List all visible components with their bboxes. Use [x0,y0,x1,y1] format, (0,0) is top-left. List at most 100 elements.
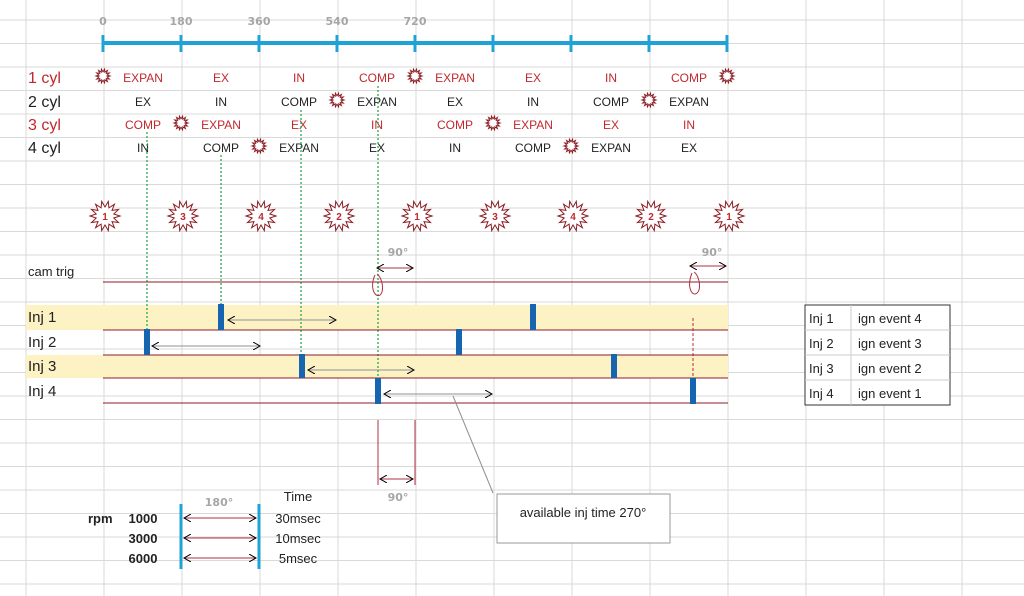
rpm-value: 3000 [129,531,158,546]
spark-icon [94,67,112,85]
stroke-label: EXPAN [201,118,241,132]
table-event: ign event 2 [858,361,922,376]
firing-cylinder-number: 1 [102,212,108,223]
cylinder-label: 4 cyl [28,140,61,157]
stroke-label: EXPAN [279,141,319,155]
rpm-angle-label: 180° [205,496,233,509]
axis-tick-label: 720 [404,15,427,28]
inj1-band [26,305,728,330]
stroke-label: EX [681,141,697,155]
callout-box [496,493,671,544]
spark-icon [172,114,190,132]
ignition-star-icon [322,199,356,233]
firing-cylinder-number: 2 [648,212,654,223]
injector-label: Inj 1 [28,309,56,326]
injector-label: Inj 3 [28,358,56,375]
stroke-label: EX [135,95,151,109]
spark-icon [328,91,346,109]
axis-tick-label: 360 [248,15,271,28]
stroke-label: EXPAN [591,141,631,155]
stroke-label: EX [291,118,307,132]
injector-label: Inj 2 [28,334,56,351]
ignition-star-icon [556,199,590,233]
spark-icon [640,91,658,109]
inj3-band [26,355,728,378]
stroke-label: EXPAN [669,95,709,109]
spark-icon [484,114,502,132]
spark-icon [562,137,580,155]
time-value: 30msec [275,511,321,526]
table-inj: Inj 2 [809,336,834,351]
time-value: 10msec [275,531,321,546]
stroke-label: EX [369,141,385,155]
table-event: ign event 4 [858,311,922,326]
stroke-label: IN [605,71,617,85]
stroke-label: IN [215,95,227,109]
axis-tick-label: 540 [326,15,349,28]
firing-cylinder-number: 3 [180,212,186,223]
sync-lines [146,86,379,385]
cylinder-label: 2 cyl [28,94,61,111]
ignition-star-icon [244,199,278,233]
callout-text: available inj time 270° [520,505,647,520]
stroke-label: EX [447,95,463,109]
stroke-label: IN [293,71,305,85]
window-angle-label: 90° [388,491,409,504]
ignition-star-icon [166,199,200,233]
firing-cylinder-number: 3 [492,212,498,223]
spark-icon [406,67,424,85]
stroke-label: EXPAN [513,118,553,132]
spark-icon [250,137,268,155]
injector-rows: Inj 1 Inj 2 Inj 3 Inj 4 [28,309,56,400]
cylinder-label: 3 cyl [28,117,61,134]
stroke-label: EX [213,71,229,85]
cam-angle-label: 90° [388,246,409,259]
injection-pulses [144,304,696,404]
firing-cylinder-number: 1 [726,212,732,223]
stroke-label: EX [603,118,619,132]
ignition-star-icon [712,199,746,233]
injector-label: Inj 4 [28,383,56,400]
stroke-label: COMP [281,95,317,109]
table-inj: Inj 1 [809,311,834,326]
injector-event-table: Inj 1 ign event 4 Inj 2 ign event 3 Inj 3 ign… [804,304,951,406]
ignition-star-icon [400,199,434,233]
firing-cylinder-number: 4 [258,212,264,223]
rpm-value: 6000 [129,551,158,566]
time-header: Time [284,489,312,504]
window-marker [377,420,416,485]
axis-tick-label: 180 [170,15,193,28]
stroke-label: IN [527,95,539,109]
stroke-label: EXPAN [357,95,397,109]
injection-window-arrows [152,320,494,494]
stroke-label: IN [683,118,695,132]
stroke-label: COMP [125,118,161,132]
cam-angle-label-2: 90° [702,246,723,259]
stroke-label: COMP [203,141,239,155]
time-value: 5msec [279,551,318,566]
stroke-label: EX [525,71,541,85]
table-inj: Inj 3 [809,361,834,376]
stroke-label: COMP [359,71,395,85]
cylinder-label: 1 cyl [28,70,61,87]
firing-cylinder-number: 4 [570,212,576,223]
ignition-star-icon [88,199,122,233]
stroke-label: COMP [593,95,629,109]
cam-angle-arrows [372,266,726,297]
ignition-star-icon [478,199,512,233]
stroke-label: EXPAN [435,71,475,85]
table-event: ign event 3 [858,336,922,351]
injector-baselines [103,329,728,404]
rpm-label: rpm [88,511,113,526]
table-event: ign event 1 [858,386,922,401]
stroke-label: COMP [671,71,707,85]
stroke-label: IN [137,141,149,155]
stroke-label: COMP [515,141,551,155]
stroke-label: EXPAN [123,71,163,85]
